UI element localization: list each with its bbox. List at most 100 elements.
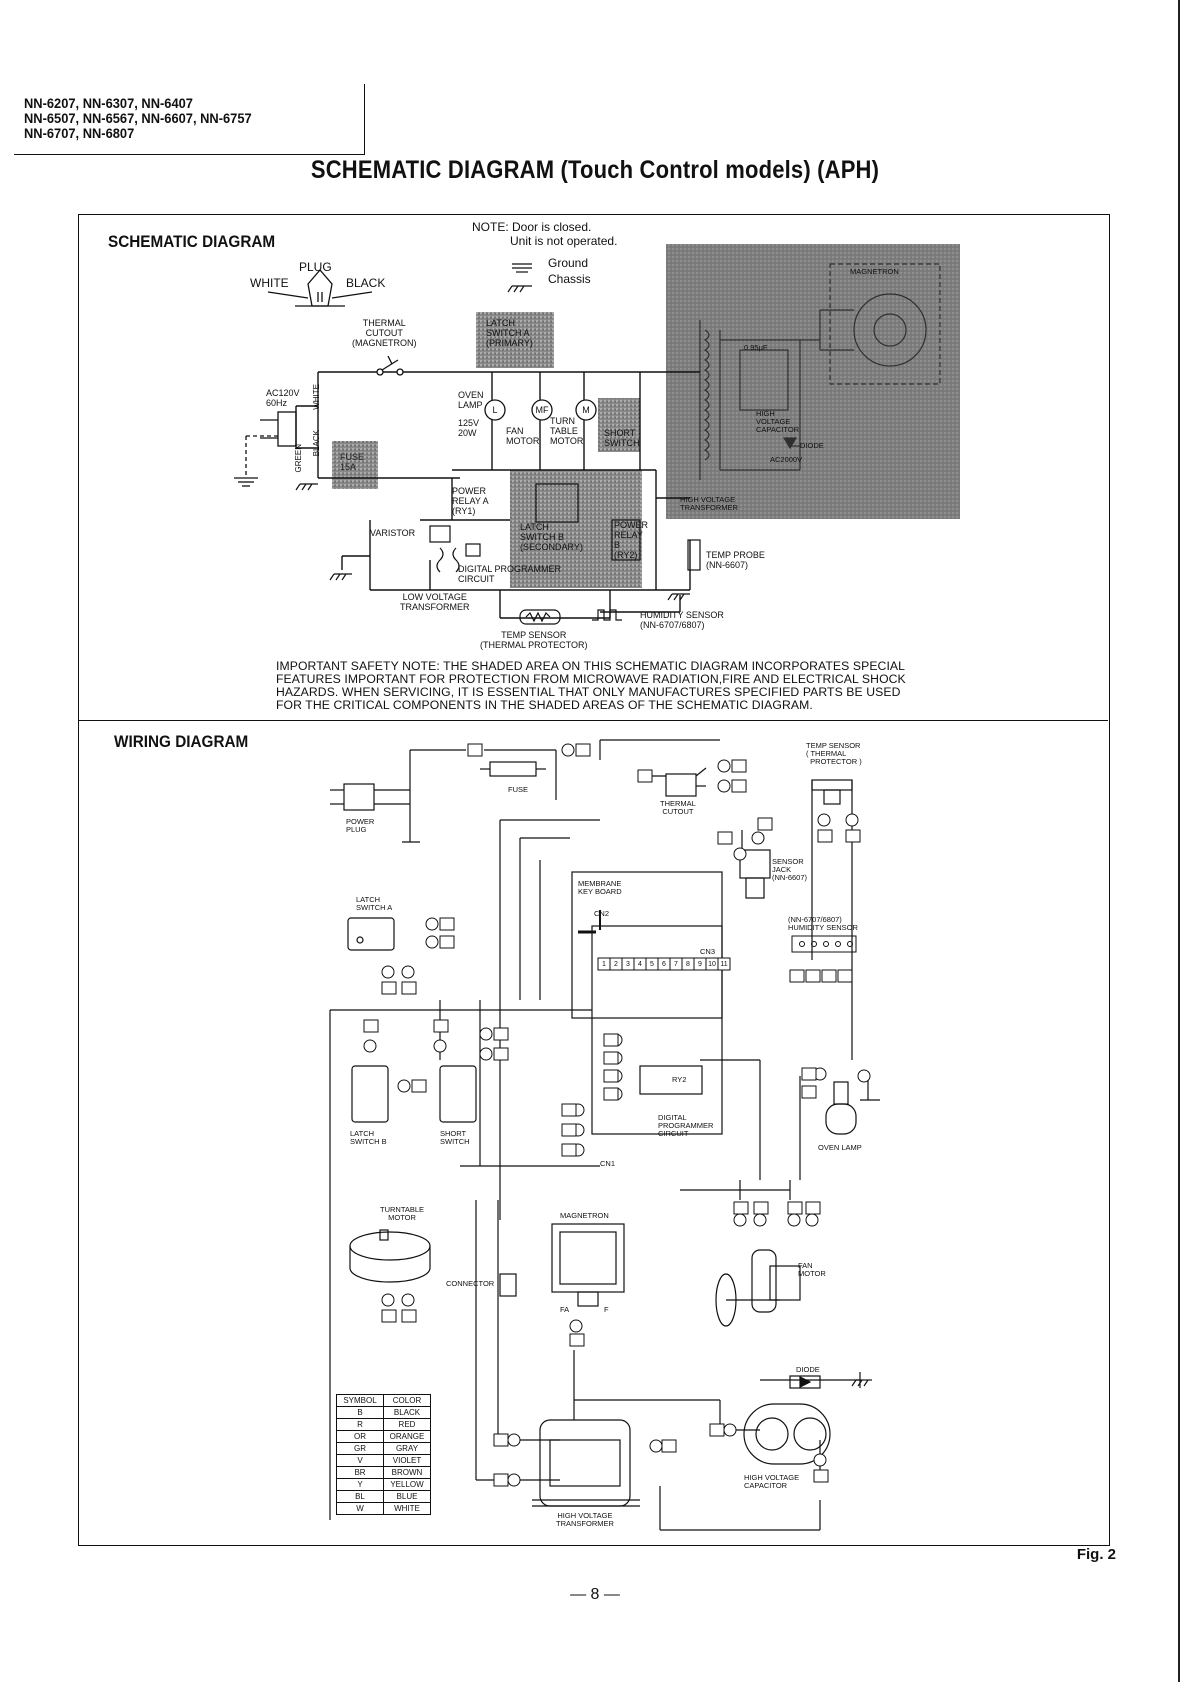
low-voltage-transformer-label: LOW VOLTAGE TRANSFORMER [400, 592, 470, 612]
legend-symbol: BL [336, 1490, 384, 1503]
svg-text:L: L [492, 405, 497, 415]
capacitor-value-label: 0.95μF [744, 343, 768, 352]
magnetron-label: MAGNETRON [850, 267, 899, 276]
legend-symbol: R [336, 1418, 384, 1431]
wiring-latch-a-label: LATCH SWITCH A [356, 895, 393, 912]
white-label: WHITE [250, 276, 289, 290]
wiring-oven-lamp-label: OVEN LAMP [818, 1143, 862, 1152]
diode-label: DIODE [800, 441, 824, 450]
oven-lamp-symbol [484, 399, 506, 421]
legend-color: GRAY [383, 1442, 431, 1455]
lamp-rating-label: 125V 20W [458, 418, 480, 438]
legend-color: VIOLET [383, 1454, 431, 1467]
cn3-pin-number: 6 [662, 961, 666, 968]
wiring-power-plug-label: POWER PLUG [346, 817, 375, 834]
fan-motor-label: FAN MOTOR [506, 426, 540, 446]
digital-programmer-label: DIGITAL PROGRAMMER CIRCUIT [458, 564, 562, 584]
legend-color: ORANGE [383, 1430, 431, 1443]
fuse-shade [332, 441, 378, 489]
schematic-section-title: SCHEMATIC DIAGRAM [108, 232, 276, 251]
legend-header-row: SYMBOL COLOR [336, 1394, 431, 1407]
binding-edge-rule [1178, 0, 1180, 1682]
svg-text:M: M [582, 405, 590, 415]
cn3-pin-number: 11 [720, 961, 728, 968]
wiring-short-switch-label: SHORT SWITCH [440, 1129, 470, 1146]
latch-switch-a-label: LATCH SWITCH A (PRIMARY) [486, 318, 533, 348]
wiring-fan-motor-label: FAN MOTOR [798, 1261, 826, 1278]
legend-color: BROWN [383, 1466, 431, 1479]
cn3-pin-number: 9 [698, 961, 702, 968]
page-number: — 8 — [570, 1586, 620, 1603]
hv-transformer-label: HIGH VOLTAGE TRANSFORMER [680, 495, 738, 512]
legend-color: BLUE [383, 1490, 431, 1503]
ac-source-icon [234, 411, 297, 487]
legend-symbol: W [336, 1502, 384, 1515]
cn3-pin-number: 8 [686, 961, 690, 968]
cn3-pin-number: 2 [614, 961, 618, 968]
legend-color: RED [383, 1418, 431, 1431]
diagram-frame [78, 214, 1110, 1546]
section-divider [78, 720, 1108, 721]
humidity-sensor-label: HUMIDITY SENSOR (NN-6707/6807) [640, 610, 724, 630]
figure-label: Fig. 2 [1076, 1546, 1116, 1563]
wiring-latch-b-label: LATCH SWITCH B [350, 1129, 387, 1146]
wiring-humidity-sensor-label: (NN-6707/6807) HUMIDITY SENSOR [788, 915, 858, 932]
hv-capacitor-label: HIGH VOLTAGE CAPACITOR [756, 409, 800, 434]
ac-source-label: AC120V 60Hz [266, 388, 300, 408]
legend-symbol: BR [336, 1466, 384, 1479]
ac2000v-label: AC2000V [770, 455, 803, 464]
legend-symbol: GR [336, 1442, 384, 1455]
wiring-ry2-label: RY2 [672, 1075, 687, 1084]
wiring-temp-sensor-label: TEMP SENSOR ( THERMAL PROTECTOR ) [806, 741, 862, 766]
cn3-pin-number: 4 [638, 961, 642, 968]
legend-color: YELLOW [383, 1478, 431, 1491]
wiring-fuse-label: FUSE [508, 785, 529, 794]
safety-note: IMPORTANT SAFETY NOTE: THE SHADED AREA O… [276, 659, 906, 712]
latch-a-shade [476, 312, 554, 368]
wiring-hv-capacitor-label: HIGH VOLTAGE CAPACITOR [744, 1473, 800, 1490]
wiring-cn3-label: CN3 [700, 947, 716, 956]
thermal-cutout-switch-icon [376, 355, 404, 376]
varistor-label: VARISTOR [370, 528, 416, 538]
ground-legend-label: Ground [548, 256, 589, 270]
legend-color: WHITE [383, 1502, 431, 1515]
wiring-diode-label: DIODE [796, 1365, 820, 1374]
cn3-pin-number: 10 [708, 961, 716, 968]
cn3-pin-number: 5 [650, 961, 654, 968]
wiring-hv-transformer-label: HIGH VOLTAGE TRANSFORMER [556, 1511, 614, 1528]
oven-lamp-label: OVEN LAMP [458, 390, 484, 410]
wiring-turntable-motor-label: TURNTABLE MOTOR [380, 1205, 425, 1222]
power-relay-b-label: POWER RELAY B (RY2) [614, 520, 649, 560]
cn3-pin-number: 1 [602, 961, 606, 968]
legend-symbol: OR [336, 1430, 384, 1443]
legend-symbol: Y [336, 1478, 384, 1491]
svg-text:MF: MF [536, 405, 549, 415]
latch-b-shade [510, 470, 642, 588]
plug-icon [267, 269, 373, 307]
wiring-digital-programmer-label: DIGITAL PROGRAMMER CIRCUIT [658, 1113, 714, 1138]
plug-label: PLUG [299, 260, 332, 274]
power-plug-body [343, 783, 375, 811]
model-box [14, 84, 365, 155]
wiring-sensor-jack-label: SENSOR JACK (NN-6607) [772, 857, 808, 882]
wiring-thermal-cutout-label: THERMAL CUTOUT [660, 799, 696, 816]
wiring-cn1-label: CN1 [600, 1159, 616, 1168]
chassis-legend-label: Chassis [548, 272, 591, 286]
cn3-pin-number: 3 [626, 961, 630, 968]
latch-switch-b-label: LATCH SWITCH B (SECONDARY) [520, 522, 583, 552]
fuse-label: FUSE 15A [340, 452, 365, 472]
temp-sensor-label: TEMP SENSOR (THERMAL PROTECTOR) [480, 630, 588, 650]
